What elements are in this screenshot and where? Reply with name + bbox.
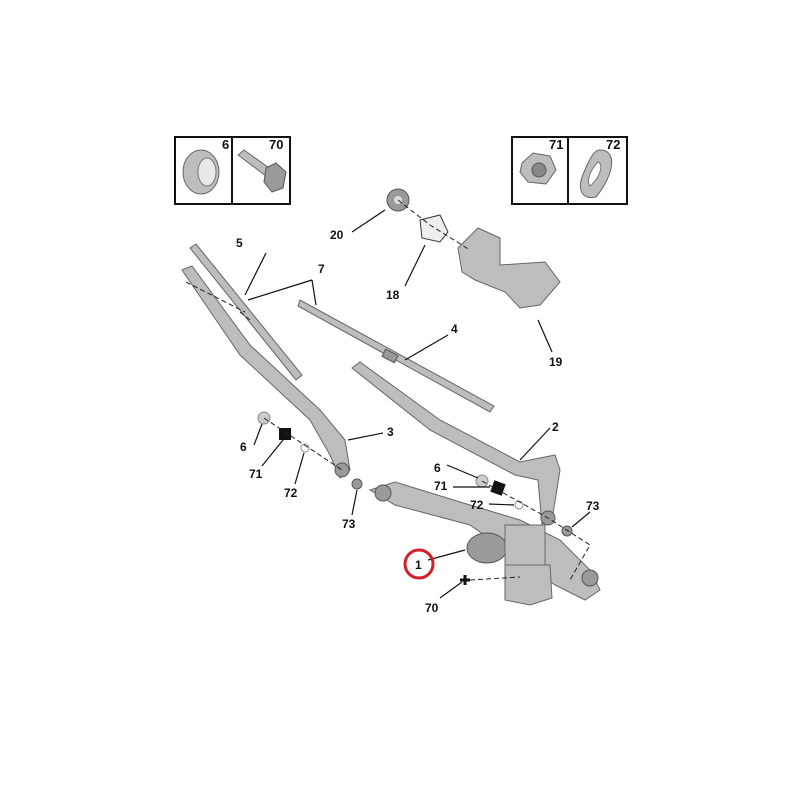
- highlight-circle-part-1: [403, 548, 435, 580]
- inset-label-72: 72: [606, 137, 620, 152]
- linkage-and-motor-1: [368, 481, 601, 606]
- wiper-blade-5: [189, 243, 303, 381]
- callout-70: 70: [425, 601, 439, 615]
- inset-box-left: 6 70: [174, 136, 291, 205]
- callout-72-left: 72: [284, 486, 298, 500]
- callout-72-right: 72: [470, 498, 484, 512]
- seal-73a: [351, 478, 363, 490]
- inset-label-6: 6: [222, 137, 229, 152]
- nut-71b: [490, 480, 506, 496]
- nut-71-icon: [519, 152, 557, 185]
- callout-6-right: 6: [434, 461, 441, 475]
- seal-73b: [561, 525, 573, 537]
- bolt-70-icon: [237, 149, 287, 193]
- callout-1: 1: [415, 558, 422, 572]
- callout-73-right: 73: [586, 499, 600, 513]
- cover-19: [457, 227, 561, 309]
- wiper-blade-4: [297, 299, 495, 413]
- callout-5: 5: [236, 236, 243, 250]
- callout-18: 18: [386, 288, 400, 302]
- bolt-70-marker: [460, 575, 470, 585]
- washer-72a: [300, 443, 310, 453]
- washer-6-icon: [182, 149, 220, 195]
- callout-20: 20: [330, 228, 344, 242]
- inset-label-71: 71: [549, 137, 563, 152]
- callout-6-left: 6: [240, 440, 247, 454]
- callout-71-right: 71: [434, 479, 448, 493]
- nut-71a: [279, 428, 291, 440]
- callout-19: 19: [549, 355, 563, 369]
- callout-73-left: 73: [342, 517, 356, 531]
- washer-72-icon: [580, 149, 613, 199]
- inset-box-right: 71 72: [511, 136, 628, 205]
- callout-4: 4: [451, 322, 458, 336]
- clip-18: [419, 214, 449, 243]
- callout-7: 7: [318, 262, 325, 276]
- callout-71-left: 71: [249, 467, 263, 481]
- callout-3: 3: [387, 425, 394, 439]
- wiper-arm-3: [181, 265, 351, 479]
- callout-2: 2: [552, 420, 559, 434]
- inset-label-70: 70: [269, 137, 283, 152]
